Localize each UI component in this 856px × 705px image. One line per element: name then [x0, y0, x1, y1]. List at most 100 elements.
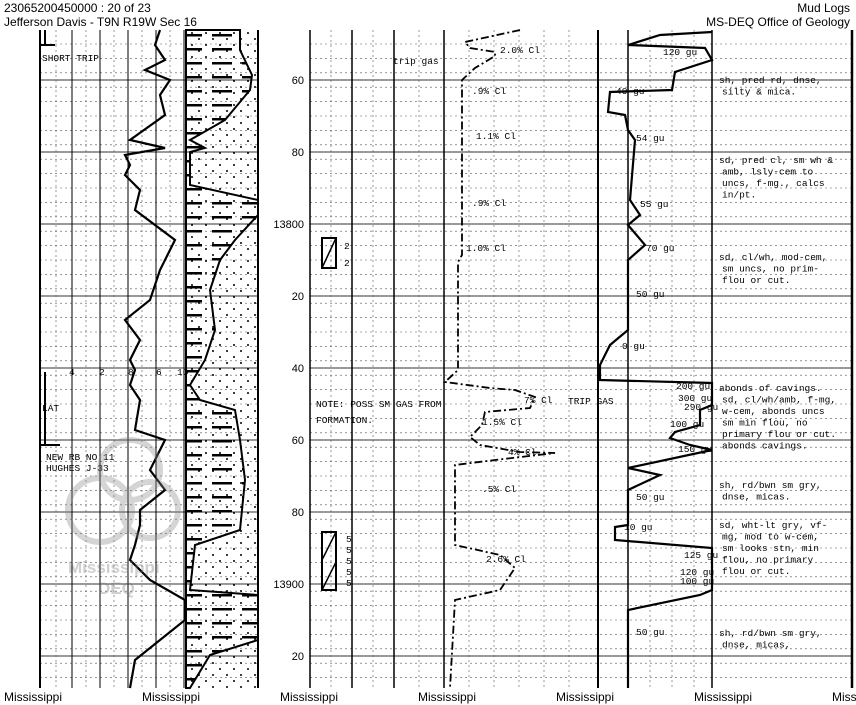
total-gas-curve	[442, 29, 556, 689]
description-line: sd, cl/wh/amb, f-mg,	[722, 395, 836, 406]
svg-text:4: 4	[69, 367, 75, 378]
description-line: w-cem, abonds uncs	[722, 406, 825, 417]
description-line: dnse, micas,	[722, 640, 790, 651]
description-line: silty & mica.	[722, 87, 796, 98]
description-line: in/pt.	[722, 190, 756, 201]
svg-text:50 gu: 50 gu	[636, 492, 665, 503]
svg-text:trip gas: trip gas	[393, 56, 439, 67]
svg-text:150 gu: 150 gu	[678, 444, 712, 455]
svg-text:2: 2	[99, 367, 105, 378]
svg-text:13900: 13900	[273, 579, 304, 591]
footer-text: Mississippi	[832, 690, 856, 704]
svg-text:40: 40	[292, 363, 304, 375]
description-line: flou or cut.	[722, 275, 790, 286]
svg-text:2: 2	[344, 241, 350, 252]
grid-lines	[39, 30, 854, 688]
svg-text:100 gu: 100 gu	[670, 419, 704, 430]
drill-rate-curve	[123, 29, 187, 689]
description-line: sh, rd/bwn sm gry,	[719, 628, 822, 639]
svg-text:60: 60	[292, 435, 304, 447]
description-line: sh, rd/bwn sm gry,	[719, 480, 822, 491]
svg-text:80: 80	[292, 147, 304, 159]
svg-text:70 gu: 70 gu	[646, 243, 675, 254]
note-new-rb: NEW RB NO 11	[46, 452, 115, 463]
description-line: amb, lsly-cem to	[722, 167, 814, 178]
svg-text:100 gu: 100 gu	[680, 576, 714, 587]
svg-text:50 gu: 50 gu	[636, 289, 665, 300]
footer-text: Mississippi	[4, 690, 63, 704]
trip-markers	[40, 30, 60, 446]
description-line: sm min flou, no	[722, 418, 808, 429]
svg-text:120 gu: 120 gu	[680, 567, 714, 578]
svg-text:.5% Cl: .5% Cl	[482, 484, 517, 495]
note-lat: LAT	[42, 403, 59, 414]
description-line: sh, pred rd, dnse,	[719, 75, 822, 86]
header-right: Mud Logs MS-DEQ Office of Geology	[706, 1, 850, 29]
svg-text:54 gu: 54 gu	[636, 133, 665, 144]
footer-text: Mississippi	[556, 690, 615, 704]
svg-text:6: 6	[156, 367, 162, 378]
svg-text:20: 20	[292, 291, 304, 303]
svg-text:80: 80	[292, 507, 304, 519]
svg-text:4% Cl: 4% Cl	[508, 447, 537, 458]
svg-text:1.0% Cl: 1.0% Cl	[466, 243, 506, 254]
description-line: dnse, micas.	[722, 492, 790, 503]
footer-text: Mississippi	[142, 690, 201, 704]
svg-text:7% Cl: 7% Cl	[524, 395, 553, 406]
description-line: flou, no primary	[722, 555, 814, 566]
svg-text:5: 5	[346, 578, 352, 589]
svg-text:NOTE: POSS SM GAS FROM: NOTE: POSS SM GAS FROM	[316, 399, 442, 410]
svg-text:290 gu: 290 gu	[684, 402, 718, 413]
svg-text:10 gu: 10 gu	[624, 522, 653, 533]
svg-text:5: 5	[346, 567, 352, 578]
mdeq-watermark: Mississippi DEQ	[65, 437, 181, 598]
svg-text:2.6% Cl: 2.6% Cl	[486, 554, 526, 565]
scale-labels: 4 2 8 6 10	[69, 367, 189, 378]
svg-text:50 gu: 50 gu	[636, 627, 665, 638]
svg-text:.9% Cl: .9% Cl	[472, 86, 507, 97]
description-line: abonds cavings.	[722, 441, 808, 452]
footer-text: Mississippi	[694, 690, 753, 704]
svg-text:120 gu: 120 gu	[663, 47, 697, 58]
gas-units-curve	[598, 30, 714, 688]
svg-text:5: 5	[346, 534, 352, 545]
svg-text:TRIP GAS: TRIP GAS	[568, 396, 614, 407]
well-location: Jefferson Davis - T9N R19W Sec 16	[4, 15, 197, 29]
description-line: sd, pred cl, sm wh &	[719, 155, 833, 166]
svg-text:1.5% Cl: 1.5% Cl	[482, 417, 522, 428]
svg-text:DEQ: DEQ	[98, 579, 135, 598]
svg-text:Mississippi: Mississippi	[68, 558, 160, 577]
svg-text:40 gu: 40 gu	[616, 86, 645, 97]
svg-text:2: 2	[344, 258, 350, 269]
svg-text:0 gu: 0 gu	[622, 341, 645, 352]
depth-labels: 60 80 13800 20 40 60 80 13900 20	[273, 75, 304, 663]
description-line: primary flou or cut.	[722, 429, 836, 440]
lithology-column	[185, 29, 259, 689]
svg-text:20: 20	[292, 651, 304, 663]
footer-text: Mississippi	[280, 690, 339, 704]
log-type: Mud Logs	[797, 1, 850, 15]
svg-text:5: 5	[346, 556, 352, 567]
description-line: flou or cut.	[722, 566, 790, 577]
svg-text:125 gu: 125 gu	[684, 550, 718, 561]
description-line: sm looks stn, min	[722, 543, 819, 554]
note-short-trip: SHORT TRIP	[42, 53, 99, 64]
note-hughes: HUGHES J-33	[46, 463, 109, 474]
sample-interval-marks: 2 2 5 5 5 5 5	[321, 237, 352, 591]
svg-text:300 gu: 300 gu	[678, 393, 712, 404]
mud-log-scan: SHORT TRIP LAT NEW RB NO 11 HUGHES J-33 …	[39, 29, 854, 689]
svg-text:200 gu: 200 gu	[676, 381, 710, 392]
header-left: 23065200450000 : 20 of 23 Jefferson Davi…	[4, 1, 197, 29]
svg-text:8: 8	[128, 367, 134, 378]
svg-text:2.0% Cl: 2.0% Cl	[500, 45, 540, 56]
lithology-descriptions: sh, pred rd, dnse,silty & mica. sd, pred …	[719, 75, 836, 651]
description-line: sd, cl/wh, mod-cem,	[719, 252, 827, 263]
svg-text:5: 5	[346, 545, 352, 556]
svg-text:55 gu: 55 gu	[640, 199, 669, 210]
description-line: abonds of cavings.	[719, 383, 822, 394]
svg-text:.9% Cl: .9% Cl	[472, 198, 507, 209]
svg-text:1.1% Cl: 1.1% Cl	[476, 131, 516, 142]
document-id: 23065200450000 : 20 of 23	[4, 1, 151, 15]
agency: MS-DEQ Office of Geology	[706, 15, 850, 29]
footer-text: Mississippi	[418, 690, 477, 704]
